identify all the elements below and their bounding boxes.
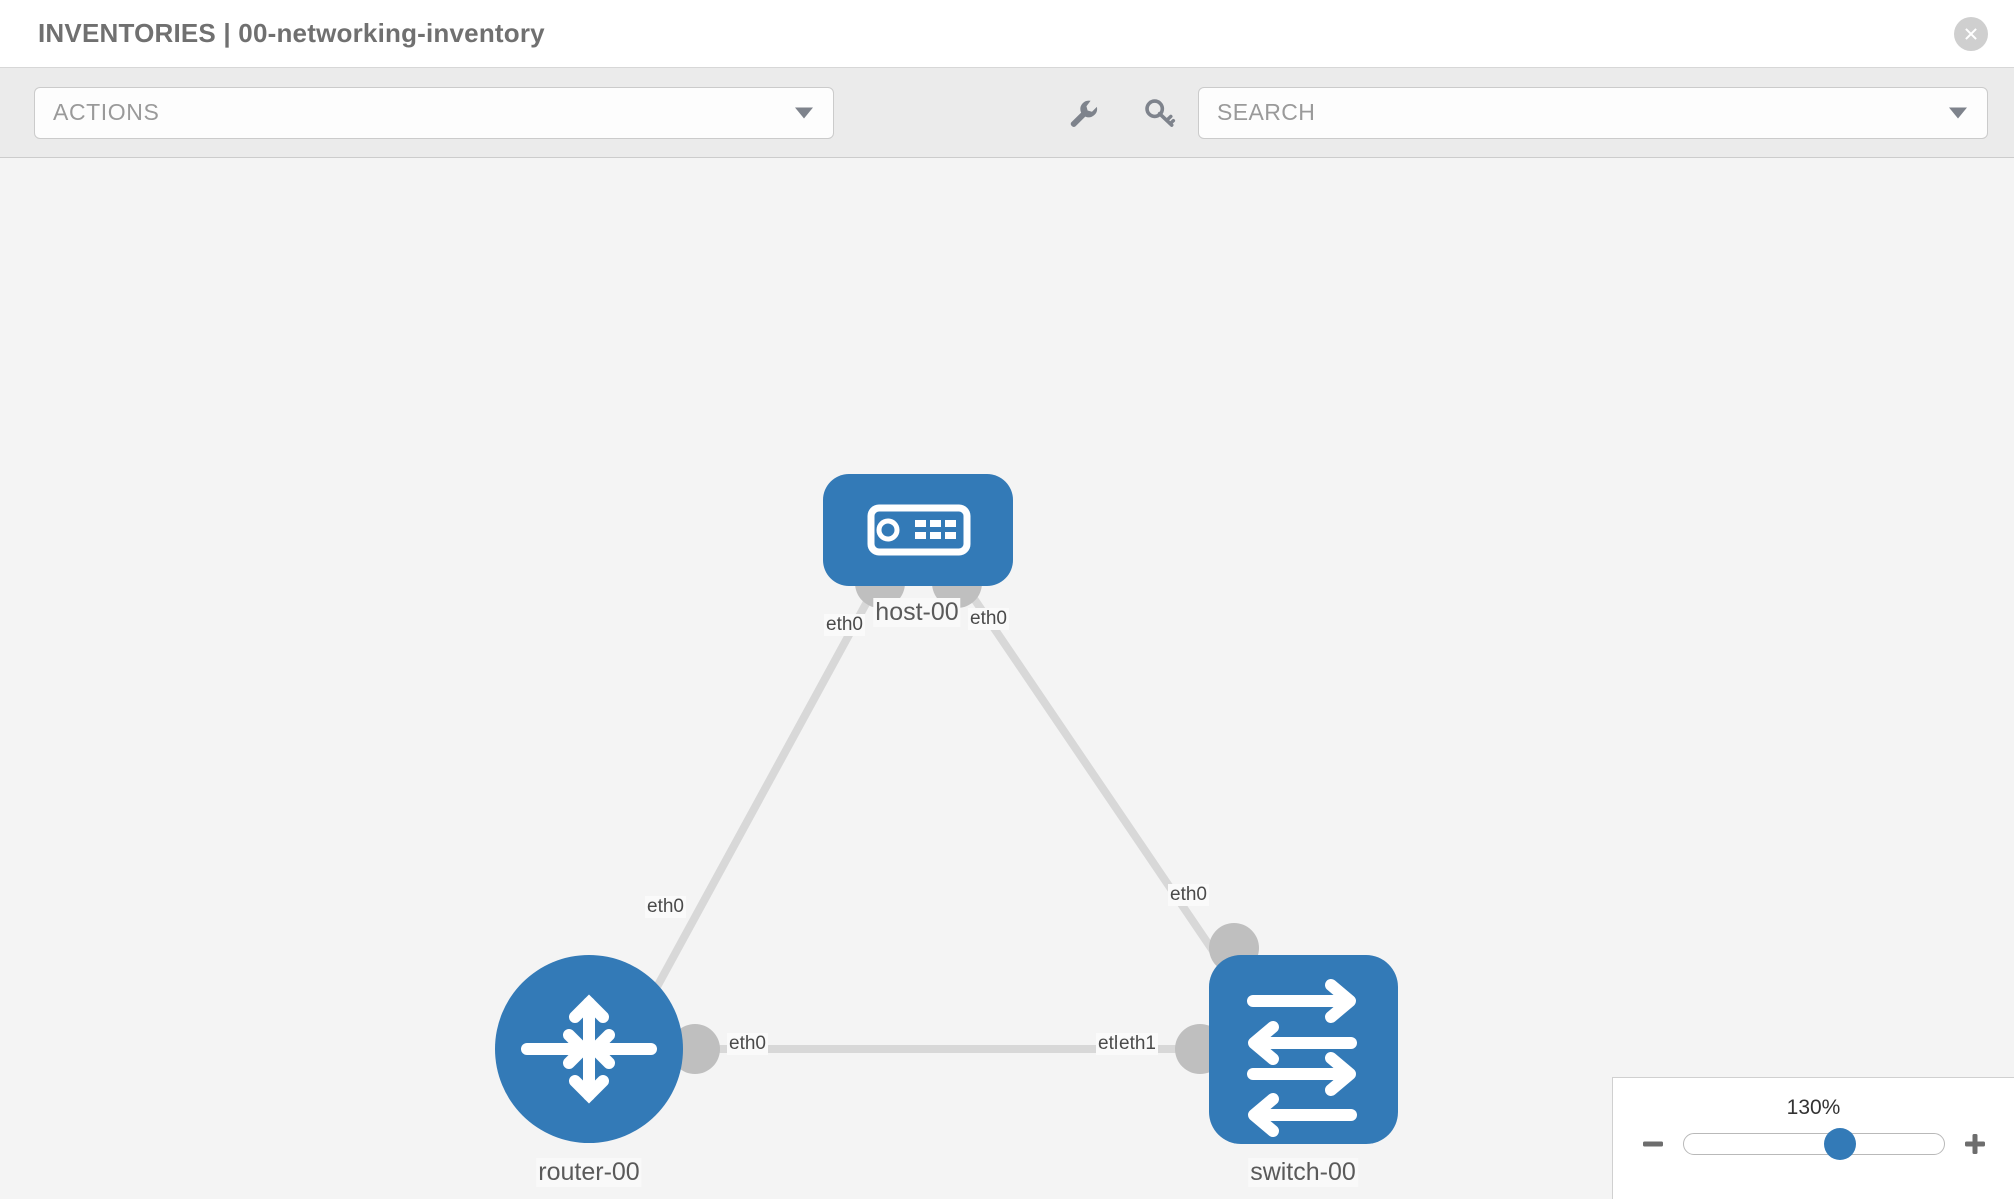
node-label-switch: switch-00 [1248, 1158, 1358, 1187]
node-label-host: host-00 [873, 598, 961, 627]
topology-graph [495, 474, 1398, 1144]
search-chevron-down-icon[interactable] [1949, 107, 1967, 118]
page-title: INVENTORIES | 00-networking-inventory [38, 18, 545, 48]
toolbar: ACTIONS [0, 68, 2014, 158]
search-input[interactable] [1217, 99, 1969, 126]
toolbar-icon-group [1064, 93, 1180, 133]
edge-label-switch-up: eth0 [1168, 884, 1209, 906]
actions-dropdown[interactable]: ACTIONS [34, 86, 834, 139]
close-icon [1965, 27, 1977, 40]
key-button[interactable] [1140, 93, 1180, 133]
edge-label-host-left: eth0 [824, 614, 865, 636]
zoom-slider-track[interactable] [1682, 1128, 1945, 1160]
topology-ports [670, 558, 1259, 1074]
edge-label-router-up: eth0 [645, 896, 686, 918]
topology-canvas[interactable]: host-00 router-00 switch-00 eth0 eth0 et… [0, 158, 2014, 1199]
node-switch-00 [1209, 955, 1398, 1144]
topology-links [636, 575, 1249, 1053]
server-icon [867, 504, 971, 556]
wrench-button[interactable] [1064, 93, 1104, 133]
edge-label-router-right: eth0 [727, 1033, 768, 1055]
key-icon [1145, 98, 1176, 127]
router-arrows-icon [521, 994, 657, 1104]
actions-dropdown-label: ACTIONS [53, 99, 160, 125]
zoom-out-button[interactable] [1639, 1130, 1667, 1158]
wrench-icon [1070, 100, 1098, 127]
chevron-down-icon [795, 107, 813, 118]
page-header: INVENTORIES | 00-networking-inventory [0, 0, 2014, 68]
zoom-level-label: 130% [1786, 1096, 1841, 1119]
node-host-00 [823, 474, 1013, 586]
plus-icon [1964, 1134, 1985, 1154]
edge-label-switch-left-eth1: eth1 [1117, 1033, 1158, 1055]
minus-icon [1642, 1141, 1663, 1147]
link-host-switch [956, 575, 1249, 1001]
node-label-router: router-00 [536, 1158, 642, 1187]
zoom-slider-handle[interactable] [1823, 1128, 1856, 1160]
link-host-router [636, 576, 884, 1020]
close-button[interactable] [1954, 16, 1988, 51]
zoom-in-button[interactable] [1961, 1130, 1989, 1158]
edge-label-host-right: eth0 [968, 608, 1009, 630]
switch-arrows-icon [1247, 979, 1357, 1137]
zoom-slider-row [1613, 1128, 2014, 1160]
port-router-right [670, 1024, 720, 1074]
node-router-00 [495, 955, 683, 1143]
zoom-control-panel: 130% [1612, 1077, 2014, 1199]
search-field[interactable] [1198, 86, 1988, 139]
